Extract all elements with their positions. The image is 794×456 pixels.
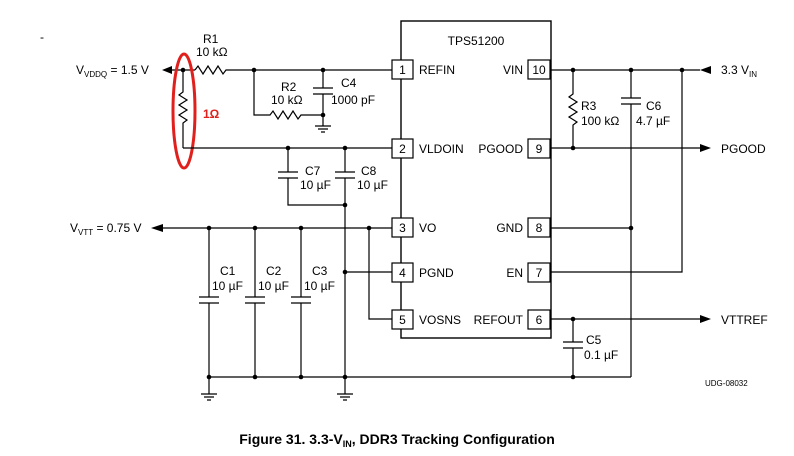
annotation-1ohm: 1Ω: [203, 107, 220, 121]
junction-pgnd: [342, 269, 348, 275]
pin-8-label: GND: [496, 221, 523, 235]
pin-8: 8 GND: [496, 217, 551, 238]
c7-value: 10 µF: [300, 178, 331, 192]
junction-gnd-c8: [342, 374, 348, 380]
pin-3: 3 VO: [391, 217, 436, 238]
junction-pgood-r3: [570, 145, 576, 151]
pin-10-number: 10: [532, 63, 546, 77]
vttref-label: VTTREF: [721, 313, 768, 327]
r3-name: R3: [581, 99, 597, 113]
c2-value: 10 µF: [258, 279, 289, 293]
r3-value: 100 kΩ: [581, 114, 619, 128]
vddq-arrow: [162, 66, 172, 74]
c3-name: C3: [312, 264, 328, 278]
sense-resistor-1ohm: [177, 70, 189, 148]
pin-2: 2 VLDOIN: [391, 138, 464, 159]
pin-5-label: VOSNS: [419, 313, 461, 327]
pin-6-label: REFOUT: [474, 313, 524, 327]
ground-symbol-center: [337, 382, 353, 401]
c5-value: 0.1 µF: [584, 348, 618, 362]
c6-value: 4.7 µF: [636, 114, 670, 128]
ic-name: TPS51200: [448, 34, 505, 48]
junction-gnd-c3: [298, 374, 304, 380]
c6-name: C6: [646, 99, 662, 113]
wire-en: [550, 70, 683, 273]
c7-capacitor: [278, 148, 345, 206]
pin-6: 6 REFOUT: [474, 309, 551, 330]
r2-resistor: [253, 70, 323, 121]
stray-mark: -: [40, 30, 44, 44]
r2-name: R2: [281, 80, 297, 94]
figure-caption: Figure 31. 3.3-VIN, DDR3 Tracking Config…: [239, 431, 555, 449]
c7-name: C7: [305, 164, 321, 178]
vddq-label: VVDDQ = 1.5 V: [76, 63, 149, 79]
pin-3-number: 3: [399, 221, 406, 235]
c4-name: C4: [341, 76, 357, 90]
pin-5: 5 VOSNS: [391, 309, 461, 330]
pin-2-label: VLDOIN: [419, 142, 464, 156]
c2-capacitor: [245, 228, 265, 377]
pin-4-number: 4: [399, 266, 406, 280]
pin-9-label: PGOOD: [478, 142, 523, 156]
r1-value: 10 kΩ: [196, 45, 228, 59]
c6-capacitor: [621, 70, 641, 377]
pin-7-number: 7: [536, 266, 543, 280]
r1-name: R1: [203, 32, 219, 46]
pin-6-number: 6: [536, 313, 543, 327]
r1-resistor: [194, 64, 392, 76]
pin-5-number: 5: [399, 313, 406, 327]
c1-name: C1: [220, 264, 236, 278]
c5-capacitor: [563, 319, 583, 377]
drawing-id: UDG-08032: [705, 379, 748, 388]
ground-symbol-c4: [315, 125, 331, 133]
pin-10: 10 VIN: [503, 59, 551, 80]
r2-value: 10 kΩ: [271, 93, 303, 107]
pin-8-number: 8: [536, 221, 543, 235]
c3-value: 10 µF: [304, 279, 335, 293]
c8-value: 10 µF: [357, 178, 388, 192]
vtt-label: VVTT = 0.75 V: [70, 221, 142, 237]
pin-4: 4 PGND: [391, 262, 454, 283]
pin-1: 1 REFIN: [391, 59, 455, 80]
vttref-arrow: [700, 315, 711, 323]
pin-7-label: EN: [506, 266, 523, 280]
c3-capacitor: [291, 228, 311, 377]
pgood-label: PGOOD: [721, 142, 766, 156]
pin-9: 9 PGOOD: [478, 138, 551, 159]
pin-4-label: PGND: [419, 266, 454, 280]
junction-c7-c8: [342, 202, 348, 208]
c8-capacitor: [335, 148, 355, 382]
pin-2-number: 2: [399, 142, 406, 156]
junction-vddq: [180, 67, 186, 73]
c5-name: C5: [586, 333, 602, 347]
pin-3-label: VO: [419, 221, 436, 235]
pin-7: 7 EN: [506, 262, 551, 283]
junction-r2-c4: [320, 112, 326, 118]
c1-capacitor: [199, 228, 219, 377]
junction-gnd-c2: [252, 374, 258, 380]
junction-gnd-pin8: [628, 225, 634, 231]
vin-arrow: [700, 66, 711, 74]
vin-label: 3.3 VIN: [721, 63, 757, 79]
c4-capacitor: [313, 70, 333, 126]
ground-symbol-left: [201, 377, 217, 401]
c2-name: C2: [266, 264, 282, 278]
ic-body: [400, 20, 552, 339]
c4-value: 1000 pF: [331, 93, 375, 107]
r3-resistor: [567, 70, 579, 148]
wire-vosns: [368, 228, 392, 320]
c8-name: C8: [361, 164, 377, 178]
pin-1-number: 1: [399, 63, 406, 77]
vtt-arrow: [151, 224, 163, 232]
highlight-ellipse: [171, 52, 197, 170]
pin-9-number: 9: [536, 142, 543, 156]
c1-value: 10 µF: [212, 279, 243, 293]
pgood-arrow: [700, 144, 711, 152]
pin-10-label: VIN: [503, 63, 523, 77]
pin-1-label: REFIN: [419, 63, 455, 77]
